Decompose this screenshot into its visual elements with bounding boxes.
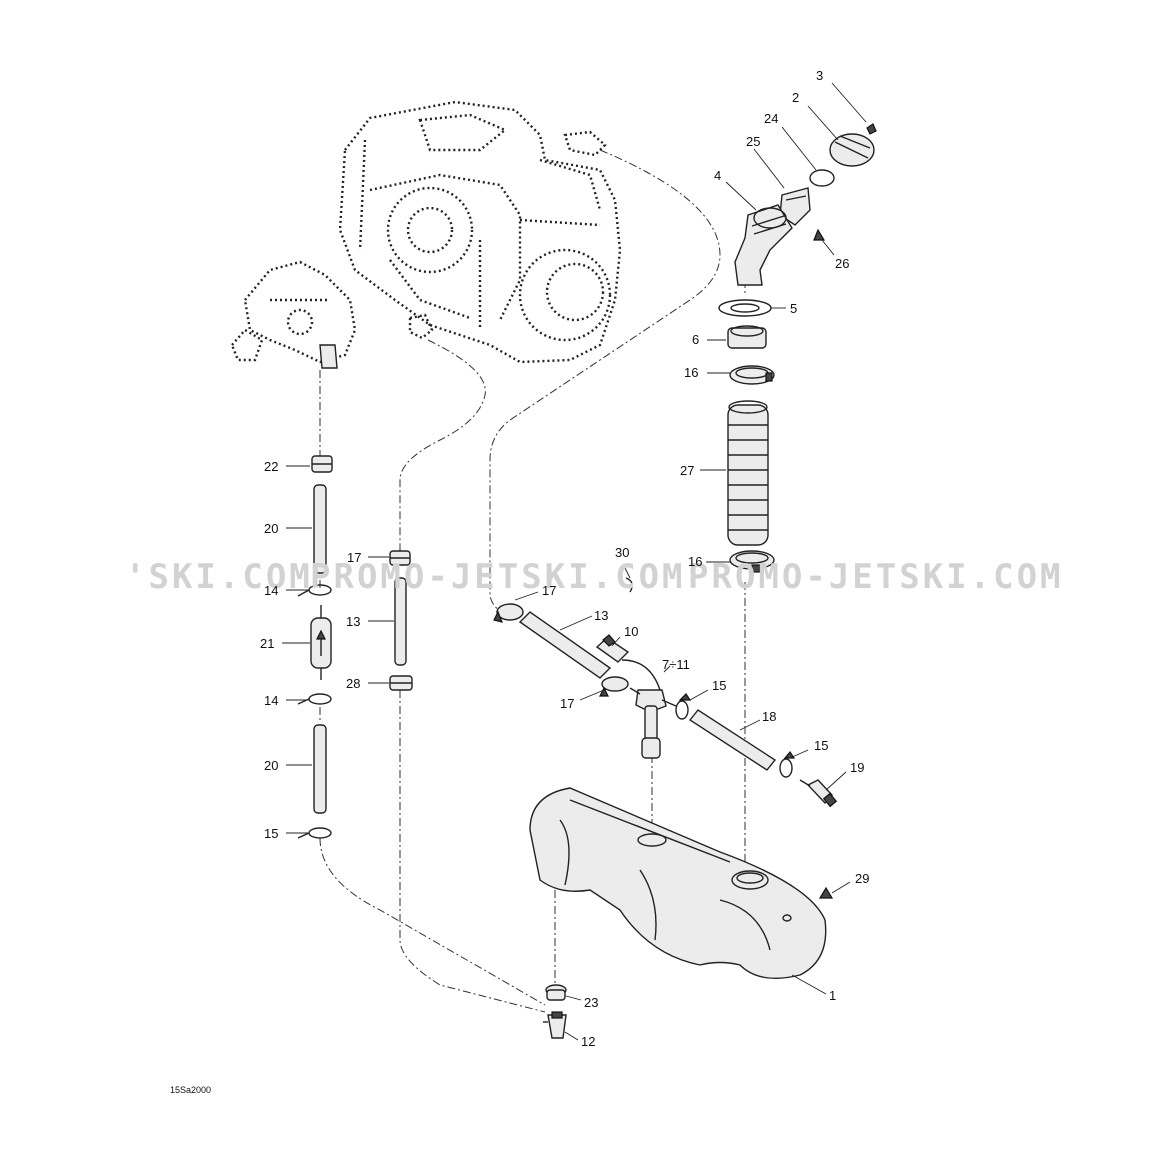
hose-13-vertical	[394, 577, 407, 666]
washer-5	[718, 299, 772, 317]
callout-16-upper: 16	[684, 365, 698, 380]
callout-18: 18	[762, 709, 776, 724]
callout-16-lower: 16	[688, 554, 702, 569]
drop-26	[813, 228, 826, 241]
callout-22: 22	[264, 459, 278, 474]
callout-29: 29	[855, 871, 869, 886]
callout-2: 2	[792, 90, 799, 105]
watermark-right: PROMO-JETSKI.COM	[688, 557, 1064, 597]
callout-1: 1	[829, 988, 836, 1003]
callout-6: 6	[692, 332, 699, 347]
leader-lines	[282, 82, 867, 1041]
callout-5: 5	[790, 301, 797, 316]
callout-20-lower: 20	[264, 758, 278, 773]
callout-23: 23	[584, 995, 598, 1010]
callout-28: 28	[346, 676, 360, 691]
callout-27: 27	[680, 463, 694, 478]
callout-14-lower: 14	[264, 693, 278, 708]
tee-fitting-7-11	[621, 659, 677, 759]
callout-26: 26	[835, 256, 849, 271]
drop-29	[818, 886, 834, 899]
callout-labels: 3 2 24 25 4 26 5 6 16 27 16 22 20 14 21 …	[260, 68, 869, 1049]
clamp-14-upper	[297, 584, 332, 597]
check-valve-10	[595, 634, 630, 663]
filler-hose-27	[727, 400, 769, 546]
engine-block-outline	[338, 100, 622, 364]
clip-30	[625, 577, 633, 593]
callout-17-top: 17	[347, 550, 361, 565]
fuel-tank-1	[529, 787, 827, 980]
check-valve-19	[799, 779, 838, 808]
clamp-15-right	[779, 750, 796, 778]
watermark-left: 'SKI.COM	[125, 557, 313, 597]
callout-21: 21	[260, 636, 274, 651]
o-ring-24	[809, 169, 835, 187]
callout-10: 10	[624, 624, 638, 639]
callout-24: 24	[764, 111, 778, 126]
hose-20-lower	[313, 724, 327, 814]
callout-20-upper: 20	[264, 521, 278, 536]
callout-7-11: 7÷11	[662, 657, 690, 672]
clamp-16-lower	[729, 550, 775, 573]
callout-4: 4	[714, 168, 721, 183]
fuel-pump-outlet-nipple	[319, 344, 338, 369]
diagram-code: 15Sa2000	[170, 1085, 211, 1095]
callout-30: 30	[615, 545, 629, 560]
callout-15-left: 15	[264, 826, 278, 841]
callout-17-right: 17	[542, 583, 556, 598]
clamp-28	[389, 675, 413, 691]
callout-13-diagonal: 13	[594, 608, 608, 623]
hose-18	[688, 709, 777, 771]
fuel-pump-outline	[230, 260, 357, 364]
clamp-16-upper	[729, 365, 775, 385]
clamp-15-lower-left	[297, 827, 332, 839]
callout-12: 12	[581, 1034, 595, 1049]
hose-13-diagonal	[518, 611, 612, 679]
clamp-17-lower	[599, 676, 629, 697]
callout-13-vertical: 13	[346, 614, 360, 629]
clamp-15-tee	[675, 693, 692, 720]
clamp-14-lower	[297, 693, 332, 705]
return-fitting	[408, 313, 434, 340]
callout-14-upper: 14	[264, 583, 278, 598]
callout-19: 19	[850, 760, 864, 775]
tether-3	[866, 123, 877, 135]
fuel-rail-fitting	[563, 130, 607, 157]
hose-20-upper	[313, 484, 327, 574]
callout-17-lower: 17	[560, 696, 574, 711]
callout-25: 25	[746, 134, 760, 149]
callout-15-right: 15	[814, 738, 828, 753]
filler-neck-4	[734, 204, 793, 286]
clamp-22	[311, 455, 333, 473]
watermark-center: PROMO-JETSKI.COM	[310, 557, 686, 597]
inline-filter-21	[310, 605, 332, 680]
shut-off-fitting-12	[543, 1011, 567, 1039]
fuel-cap-2	[829, 133, 875, 167]
hose-routing-lines	[319, 149, 746, 1013]
clamp-17-top	[389, 550, 411, 566]
callout-15-tee: 15	[712, 678, 726, 693]
nut-6	[727, 325, 767, 349]
washer-5-inner	[730, 303, 760, 313]
callout-3: 3	[816, 68, 823, 83]
grommet-23	[545, 984, 567, 1001]
clamp-17-left	[493, 603, 524, 623]
